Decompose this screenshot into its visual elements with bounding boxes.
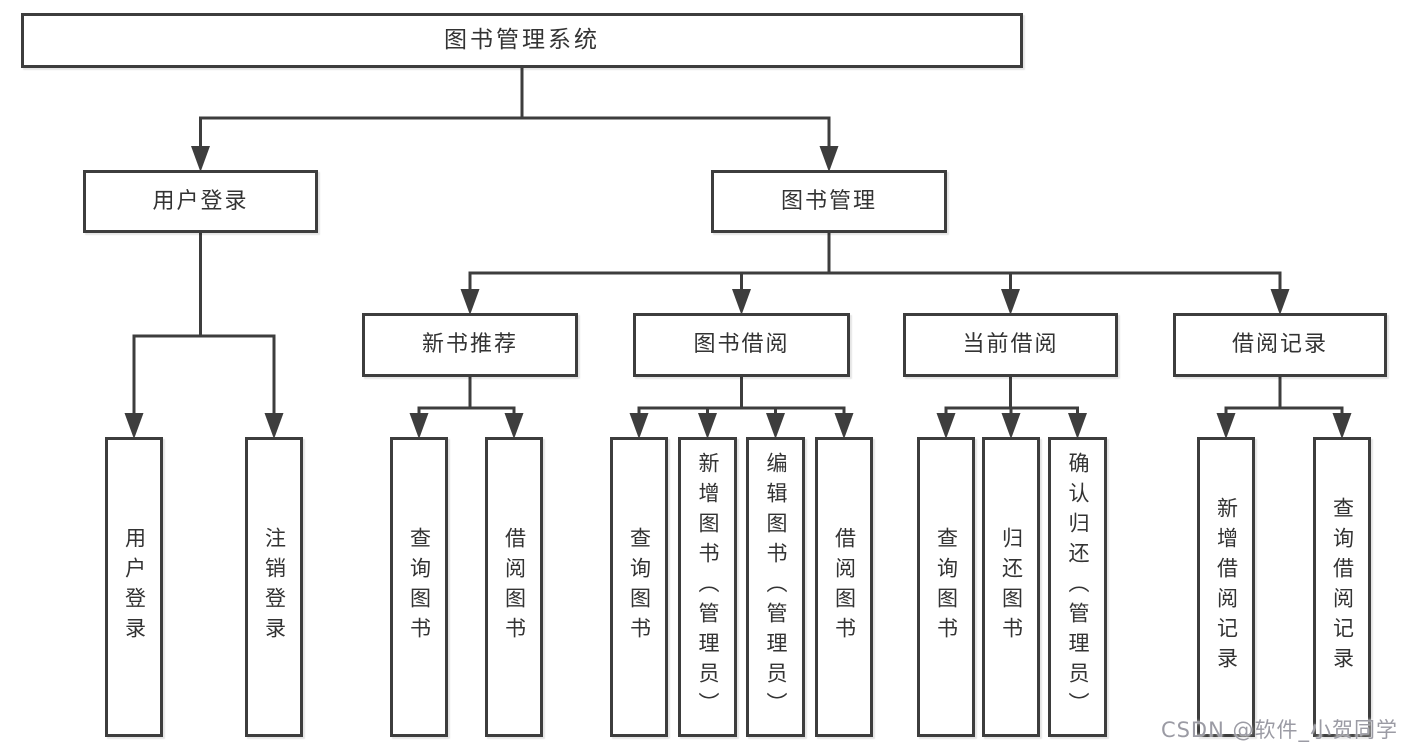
node-edit-books-admin: 编辑图书（管理员） bbox=[746, 437, 805, 737]
node-query-books-2: 查询图书 bbox=[610, 437, 668, 737]
node-return-books: 归还图书 bbox=[982, 437, 1040, 737]
node-label-borrow-books-1: 借阅图书 bbox=[502, 527, 527, 647]
node-label-user-login: 用户登录 bbox=[152, 188, 249, 214]
connector-book-management bbox=[460, 231, 1290, 315]
connector-book-borrowing bbox=[629, 375, 854, 439]
node-borrow-books-2: 借阅图书 bbox=[815, 437, 873, 737]
node-label-query-books-2: 查询图书 bbox=[627, 527, 652, 647]
node-book-management: 图书管理 bbox=[711, 170, 947, 233]
node-login: 用户登录 bbox=[105, 437, 163, 737]
node-label-current-borrowing: 当前借阅 bbox=[962, 332, 1059, 358]
node-label-book-borrowing: 图书借阅 bbox=[693, 332, 790, 358]
node-label-query-books-3: 查询图书 bbox=[934, 527, 959, 647]
connector-root bbox=[191, 66, 839, 172]
connector-borrow-records bbox=[1216, 375, 1352, 439]
node-borrow-books-1: 借阅图书 bbox=[485, 437, 543, 737]
node-label-return-books: 归还图书 bbox=[999, 527, 1024, 647]
node-label-borrow-records: 借阅记录 bbox=[1231, 332, 1328, 358]
node-label-book-management: 图书管理 bbox=[780, 188, 877, 214]
node-book-borrowing: 图书借阅 bbox=[633, 313, 850, 377]
connector-user-login bbox=[124, 231, 284, 439]
node-query-books-3: 查询图书 bbox=[917, 437, 975, 737]
node-query-books-1: 查询图书 bbox=[390, 437, 448, 737]
node-label-root: 图书管理系统 bbox=[444, 27, 600, 54]
node-confirm-return-admin: 确认归还（管理员） bbox=[1048, 437, 1107, 737]
node-current-borrowing: 当前借阅 bbox=[903, 313, 1118, 377]
node-label-add-borrow-record: 新增借阅记录 bbox=[1214, 497, 1239, 677]
node-label-new-book-recommend: 新书推荐 bbox=[421, 332, 518, 358]
node-label-confirm-return-admin: 确认归还（管理员） bbox=[1066, 452, 1090, 722]
node-label-edit-books-admin: 编辑图书（管理员） bbox=[764, 452, 788, 722]
node-logout: 注销登录 bbox=[245, 437, 303, 737]
node-borrow-records: 借阅记录 bbox=[1173, 313, 1387, 377]
node-root: 图书管理系统 bbox=[21, 13, 1023, 68]
node-label-borrow-books-2: 借阅图书 bbox=[832, 527, 857, 647]
node-label-logout: 注销登录 bbox=[262, 527, 287, 647]
node-user-login: 用户登录 bbox=[83, 170, 318, 233]
node-new-book-recommend: 新书推荐 bbox=[362, 313, 578, 377]
node-label-query-books-1: 查询图书 bbox=[407, 527, 432, 647]
node-add-books-admin: 新增图书（管理员） bbox=[678, 437, 737, 737]
connector-current-borrowing bbox=[936, 375, 1087, 439]
node-label-login: 用户登录 bbox=[122, 527, 147, 647]
node-query-borrow-record: 查询借阅记录 bbox=[1313, 437, 1371, 737]
connector-new-book-recommend bbox=[409, 375, 524, 439]
node-add-borrow-record: 新增借阅记录 bbox=[1197, 437, 1255, 737]
node-label-add-books-admin: 新增图书（管理员） bbox=[696, 452, 720, 722]
node-label-query-borrow-record: 查询借阅记录 bbox=[1330, 497, 1355, 677]
watermark: CSDN @软件_小贺同学 bbox=[1160, 718, 1398, 742]
